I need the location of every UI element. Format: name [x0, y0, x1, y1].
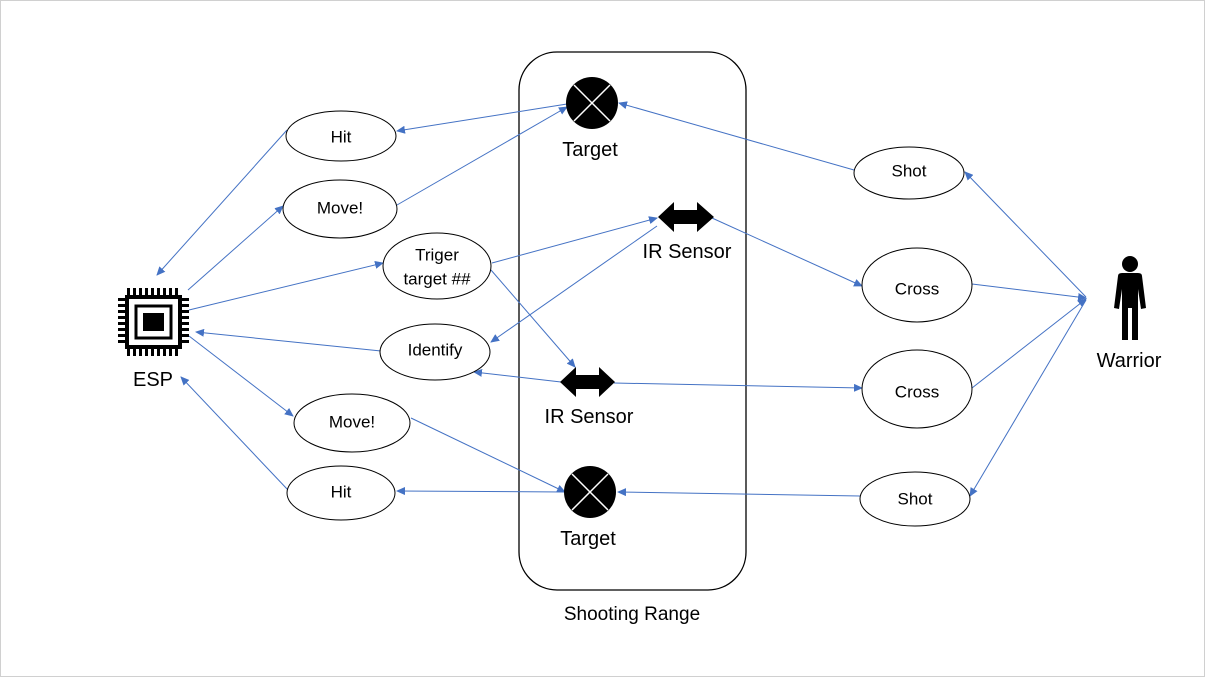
- connector-ir-bottom-to-cross-bottom: [613, 382, 863, 392]
- warrior-person-icon: [1114, 256, 1146, 340]
- connector-move-top-to-target-top: [396, 106, 568, 206]
- connector-identify-to-esp: [195, 328, 382, 352]
- ir-sensor-top-label: IR Sensor: [643, 241, 732, 263]
- connector-target-bottom-to-hit-bottom: [396, 487, 566, 496]
- use-case-shot-bottom: Shot: [859, 471, 971, 527]
- use-case-move-bottom: Move!: [293, 393, 411, 453]
- warrior-label: Warrior: [1097, 350, 1162, 372]
- target-bottom-label: Target: [560, 528, 616, 550]
- ir-sensor-top-icon: [658, 202, 714, 232]
- connector-esp-to-move-bottom: [188, 335, 294, 417]
- connectors: [156, 101, 1087, 497]
- ir-sensor-bottom-label: IR Sensor: [545, 406, 634, 428]
- connector-ir-bottom-to-identify: [473, 368, 562, 383]
- use-case-cross-bottom: Cross: [861, 349, 973, 429]
- connector-move-bottom-to-target-bottom: [410, 417, 566, 493]
- connector-shot-top-to-target-top: [618, 101, 855, 171]
- use-case-identify: Identify: [379, 323, 491, 381]
- shooting-range-label: Shooting Range: [564, 604, 700, 625]
- identify-label: Identify: [408, 340, 463, 359]
- connector-cross-top-to-warrior: [971, 283, 1087, 301]
- use-case-hit-top: Hit: [285, 110, 397, 162]
- move-bottom-label: Move!: [329, 412, 375, 431]
- move-top-label: Move!: [317, 198, 363, 217]
- connector-ir-top-to-identify: [490, 225, 658, 343]
- connector-shot-bottom-to-target-bottom: [617, 488, 861, 497]
- hit-bottom-label: Hit: [331, 482, 352, 501]
- esp-label: ESP: [133, 369, 173, 391]
- target-bottom-icon: [564, 466, 616, 518]
- esp-chip-icon: [118, 288, 189, 356]
- target-top-label: Target: [562, 139, 618, 161]
- connector-ir-top-to-cross-top: [711, 217, 863, 287]
- use-case-hit-bottom: Hit: [286, 465, 396, 521]
- use-case-shot-top: Shot: [853, 146, 965, 200]
- shooting-range-boundary: [518, 51, 747, 591]
- use-case-triger-target: Triger target ##: [382, 232, 492, 300]
- connector-hit-top-to-esp: [156, 129, 288, 276]
- connector-target-top-to-hit-top: [396, 103, 568, 134]
- connector-esp-to-move-top: [187, 205, 284, 291]
- use-case-move-top: Move!: [282, 179, 398, 239]
- triger-line1: Triger: [415, 245, 459, 264]
- shot-bottom-label: Shot: [898, 489, 933, 508]
- shot-top-label: Shot: [892, 161, 927, 180]
- connector-esp-to-triger: [188, 260, 384, 311]
- connector-hit-bottom-to-esp: [180, 376, 289, 491]
- cross-top-label: Cross: [895, 279, 939, 298]
- connector-warrior-to-shot-bottom: [969, 299, 1087, 497]
- hit-top-label: Hit: [331, 127, 352, 146]
- use-case-cross-top: Cross: [861, 247, 973, 323]
- cross-bottom-label: Cross: [895, 382, 939, 401]
- connector-triger-to-ir-top: [491, 216, 658, 264]
- connector-warrior-to-shot-top: [964, 171, 1087, 298]
- ir-sensor-bottom-icon: [560, 367, 615, 397]
- connector-triger-to-ir-bottom: [490, 269, 576, 368]
- connector-cross-bottom-to-warrior: [971, 298, 1087, 389]
- triger-line2: target ##: [403, 269, 471, 288]
- target-top-icon: [566, 77, 618, 129]
